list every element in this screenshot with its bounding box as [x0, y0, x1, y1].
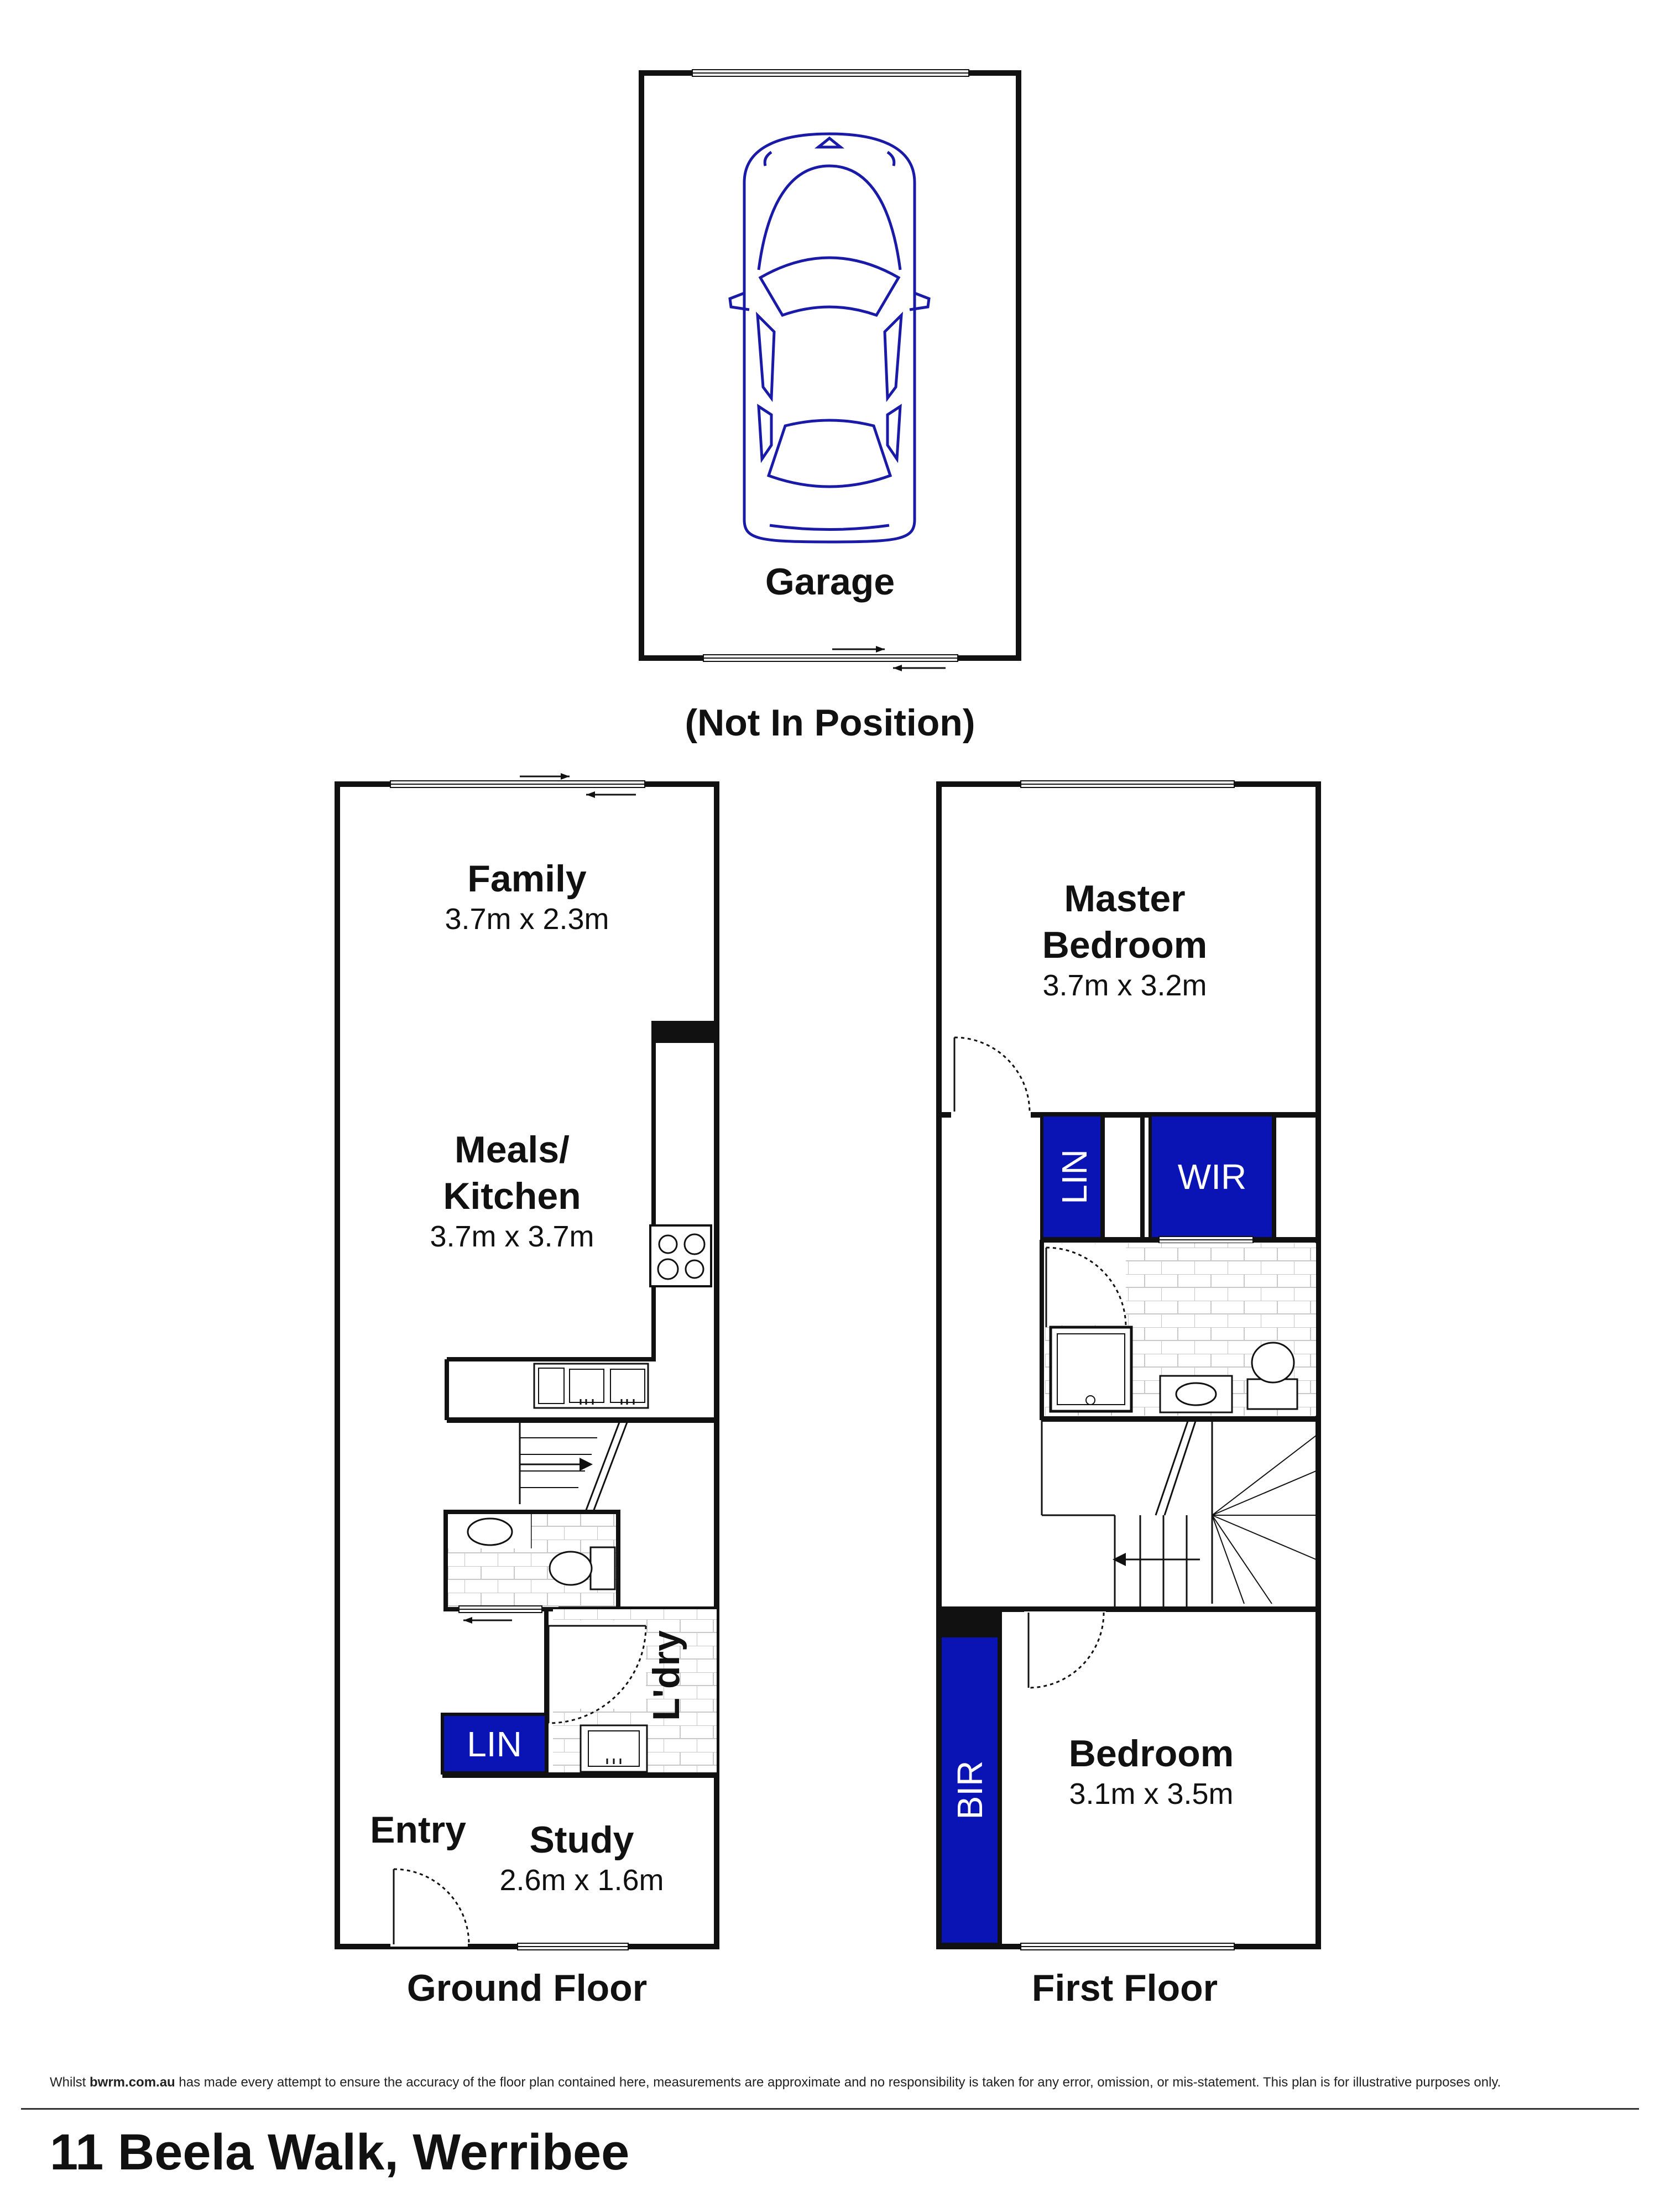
- meals-dims: 3.7m x 3.7m: [430, 1220, 594, 1253]
- property-address: 11 Beela Walk, Werribee: [50, 2124, 630, 2180]
- bedroom-label: Bedroom: [1069, 1733, 1234, 1775]
- study-dims: 2.6m x 1.6m: [499, 1864, 664, 1897]
- disclaimer: Whilst bwrm.com.au has made every attemp…: [50, 2075, 1615, 2090]
- first-floor-label: First Floor: [1032, 1967, 1218, 2009]
- family-label: Family: [467, 858, 587, 900]
- ground-linen-label: LIN: [467, 1724, 522, 1764]
- master-label-line1: Master: [1064, 878, 1185, 920]
- wir-label: WIR: [1178, 1157, 1246, 1197]
- first-floor-plan: LIN WIR: [936, 780, 1321, 2009]
- garage-plan: Garage (Not In Position): [639, 69, 1021, 744]
- ground-floor-label: Ground Floor: [407, 1967, 647, 2009]
- laundry-label: L'dry: [645, 1630, 687, 1721]
- study-label: Study: [530, 1819, 634, 1861]
- meals-label-line1: Meals/: [455, 1129, 570, 1171]
- first-linen-label: LIN: [1055, 1149, 1094, 1204]
- footer-divider: [21, 2108, 1639, 2110]
- bir-label: BIR: [950, 1761, 990, 1820]
- car-icon: [728, 132, 931, 544]
- bedroom-dims: 3.1m x 3.5m: [1069, 1777, 1233, 1811]
- family-dims: 3.7m x 2.3m: [445, 902, 609, 936]
- disclaimer-rest: has made every attempt to ensure the acc…: [179, 2075, 1501, 2090]
- entry-label: Entry: [370, 1809, 466, 1851]
- disclaimer-prefix: Whilst: [50, 2075, 86, 2090]
- meals-label-line2: Kitchen: [443, 1175, 581, 1217]
- not-in-position-note: (Not In Position): [685, 702, 975, 744]
- master-dims: 3.7m x 3.2m: [1042, 969, 1207, 1002]
- master-label-line2: Bedroom: [1042, 924, 1207, 966]
- garage-label: Garage: [765, 561, 895, 603]
- disclaimer-site: bwrm.com.au: [90, 2075, 175, 2090]
- ground-floor-plan: L'dry LIN Family 3.7m x 2.3m Meals/ Kitc…: [335, 773, 719, 2009]
